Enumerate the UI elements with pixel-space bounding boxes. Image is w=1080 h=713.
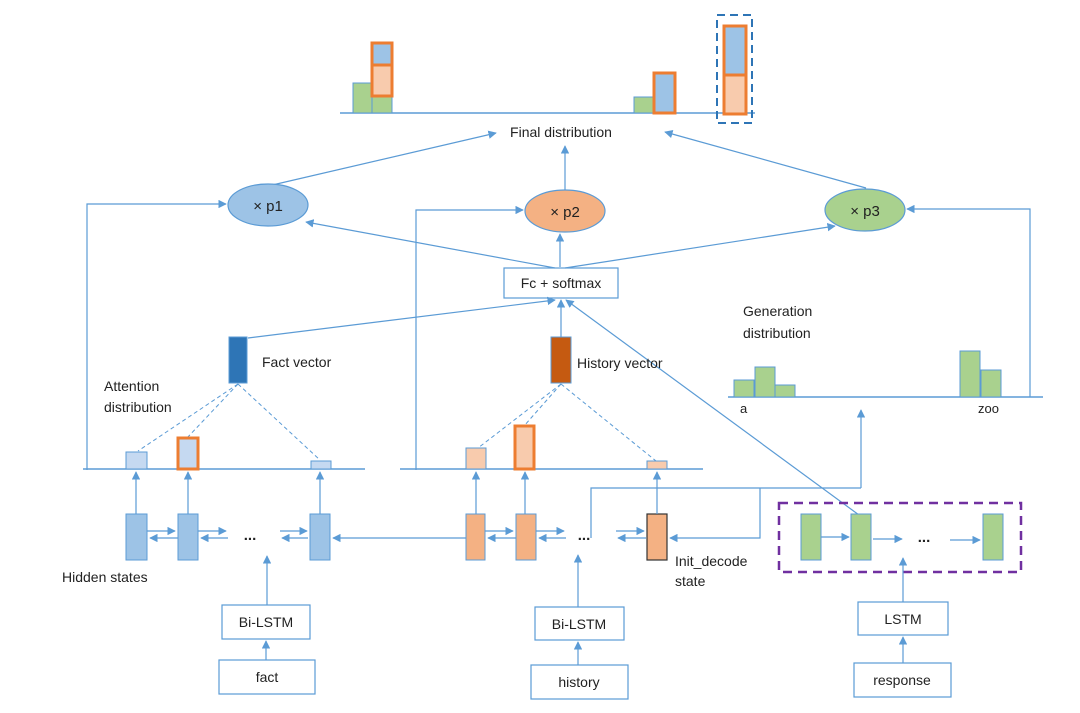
- history-attention-to-p2-line: [415, 205, 524, 470]
- history-input-label: history: [558, 674, 599, 690]
- history-vector: [550, 336, 572, 384]
- decoder-ellipsis: ...: [918, 529, 931, 546]
- generation-bar: [980, 369, 1002, 398]
- response-lstm-box: LSTM: [857, 601, 949, 636]
- history-attention-bar: [646, 460, 668, 470]
- mixer-p3-label: × p3: [850, 203, 880, 220]
- final-bar-blue: [652, 71, 677, 115]
- decoder-feedback-line: [590, 487, 861, 538]
- generation-bar: [774, 384, 796, 398]
- hidden-states-label: Hidden states: [62, 569, 148, 585]
- mixer-p1-label: × p1: [253, 198, 283, 215]
- final-bar-green: [371, 96, 393, 114]
- history-ellipsis: ...: [578, 527, 591, 544]
- fact-vector-label: Fact vector: [262, 354, 332, 370]
- history-attention-bar: [465, 447, 487, 470]
- mixer-p1: × p1: [227, 183, 309, 227]
- generation-bar: [959, 350, 981, 398]
- arrow-fc-to-p3: [564, 223, 836, 269]
- final-bar-orange: [370, 63, 394, 98]
- fact-hidden-state: [177, 513, 199, 561]
- generation-distribution-label-1: Generation: [743, 303, 812, 319]
- decoder-state: [982, 513, 1004, 561]
- fact-attention-bar: [125, 451, 148, 470]
- generation-bar: [733, 379, 755, 398]
- fact-bilstm-box: Bi-LSTM: [221, 604, 311, 640]
- final-distribution-label: Final distribution: [510, 124, 612, 140]
- generation-last-token: zoo: [978, 401, 999, 416]
- init-decode-label-2: state: [675, 573, 706, 589]
- decoder-state: [850, 513, 872, 561]
- history-hidden-state: [465, 513, 486, 561]
- attention-distribution-label-1: Attention: [104, 378, 159, 394]
- attention-to-p1-line: [86, 199, 227, 470]
- final-bar-blue: [722, 24, 748, 77]
- generation-to-p3-line: [906, 204, 1031, 397]
- history-hidden-state: [515, 513, 537, 561]
- init-decode-label-1: Init_decode: [675, 553, 748, 569]
- final-bar-green: [633, 96, 655, 114]
- fc-softmax-label: Fc + softmax: [521, 275, 602, 291]
- history-bilstm-box: Bi-LSTM: [534, 606, 625, 641]
- decoder-state: [800, 513, 822, 561]
- history-encoder-label: Bi-LSTM: [552, 616, 606, 632]
- arrow-fc-to-p1: [305, 219, 556, 269]
- arrow-p3-to-final: [664, 129, 867, 189]
- arrow-decoder-to-fc: [565, 299, 860, 516]
- generation-distribution-label-2: distribution: [743, 325, 811, 341]
- highlight-dashed-box: [716, 14, 753, 124]
- arrow-fact-vector-to-fc: [247, 296, 556, 339]
- generation-bar: [754, 366, 776, 398]
- fact-encoder-label: Bi-LSTM: [239, 614, 293, 630]
- history-vector-label: History vector: [577, 355, 663, 371]
- final-bar-orange: [722, 73, 748, 116]
- init-decode-state: [646, 513, 668, 561]
- response-encoder-label: LSTM: [884, 611, 921, 627]
- final-bar-green: [352, 82, 373, 114]
- mixer-p2: × p2: [524, 189, 606, 233]
- fact-ellipsis: ...: [244, 527, 257, 544]
- final-distribution-chart: [340, 14, 755, 124]
- history-hidden-states: [465, 471, 668, 561]
- decoder-to-init-line: [669, 488, 761, 543]
- attention-distribution-label-2: distribution: [104, 399, 172, 415]
- fact-hidden-state: [309, 513, 331, 561]
- mixer-p3: × p3: [824, 188, 906, 232]
- generation-first-token: a: [740, 401, 748, 416]
- fc-softmax-box: Fc + softmax: [503, 267, 619, 299]
- fact-attention-dashes: [137, 383, 321, 461]
- mixer-p2-label: × p2: [550, 204, 580, 221]
- fact-hidden-states: [125, 471, 331, 561]
- history-attention-dashes: [477, 383, 657, 462]
- decoder-states: [800, 513, 1004, 561]
- fact-attention-bar: [310, 460, 332, 470]
- response-input-label: response: [873, 672, 931, 688]
- history-input-box: history: [530, 664, 629, 700]
- final-bar-blue: [370, 41, 394, 67]
- fact-vector: [228, 336, 248, 384]
- fact-attention-bar-max: [176, 436, 200, 471]
- response-input-box: response: [853, 662, 952, 698]
- decoder-dashed-box: [777, 501, 1023, 574]
- fact-input-label: fact: [256, 669, 279, 685]
- fact-hidden-state: [125, 513, 148, 561]
- fact-input-box: fact: [218, 659, 316, 695]
- history-attention-bar-max: [513, 424, 536, 471]
- arrow-p1-to-final: [267, 130, 497, 187]
